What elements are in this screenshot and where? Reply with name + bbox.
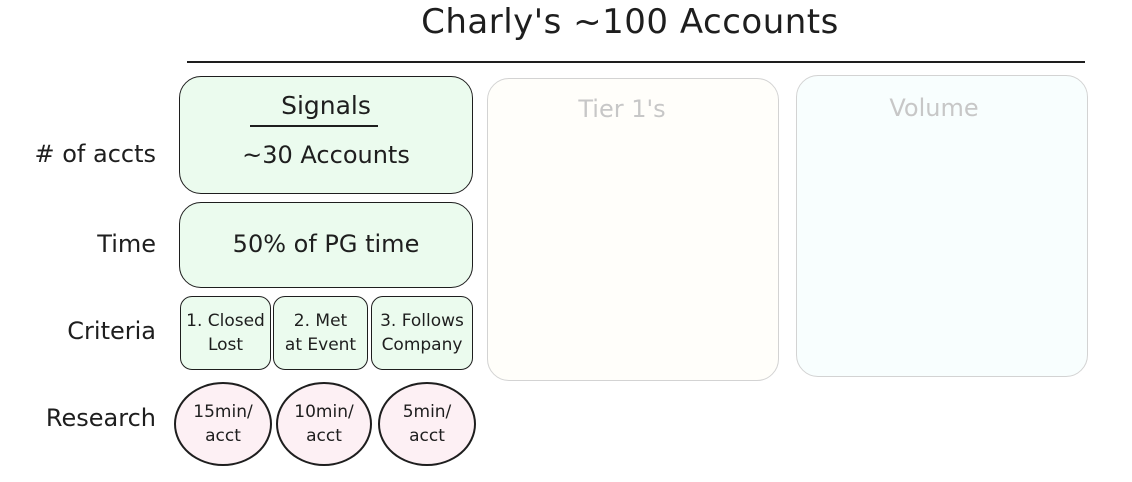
research-label: 5min/ acct xyxy=(402,402,452,446)
research-circle-5min[interactable]: 5min/ acct xyxy=(378,382,476,466)
signals-heading-underline xyxy=(250,125,378,127)
signals-time-text: 50% of PG time xyxy=(232,230,420,258)
volume-heading: Volume xyxy=(889,94,979,122)
signals-time-card[interactable] xyxy=(179,202,473,288)
title-underline xyxy=(187,61,1085,63)
criteria-label: 3. Follows Company xyxy=(380,311,464,355)
row-label-research: Research xyxy=(45,404,156,432)
criteria-card-met-at-event[interactable]: 2. Met at Event xyxy=(273,296,368,370)
criteria-card-follows-company[interactable]: 3. Follows Company xyxy=(371,296,473,370)
criteria-card-closed-lost[interactable]: 1. Closed Lost xyxy=(180,296,271,370)
row-label-accounts: # of accts xyxy=(34,140,156,168)
signals-card[interactable] xyxy=(179,76,473,194)
row-label-time: Time xyxy=(97,230,156,258)
page-title: Charly's ~100 Accounts xyxy=(421,2,839,42)
criteria-label: 2. Met at Event xyxy=(284,311,357,355)
research-label: 10min/ acct xyxy=(294,402,354,446)
signals-account-count: ~30 Accounts xyxy=(242,141,410,169)
tier1-heading: Tier 1's xyxy=(578,95,666,123)
research-circle-10min[interactable]: 10min/ acct xyxy=(276,382,372,466)
research-label: 15min/ acct xyxy=(193,402,253,446)
row-label-criteria: Criteria xyxy=(67,317,156,345)
research-circle-15min[interactable]: 15min/ acct xyxy=(174,382,272,466)
signals-heading: Signals xyxy=(281,91,371,120)
criteria-label: 1. Closed Lost xyxy=(186,311,265,355)
volume-card[interactable] xyxy=(796,75,1088,377)
tier1-card[interactable] xyxy=(487,78,779,381)
